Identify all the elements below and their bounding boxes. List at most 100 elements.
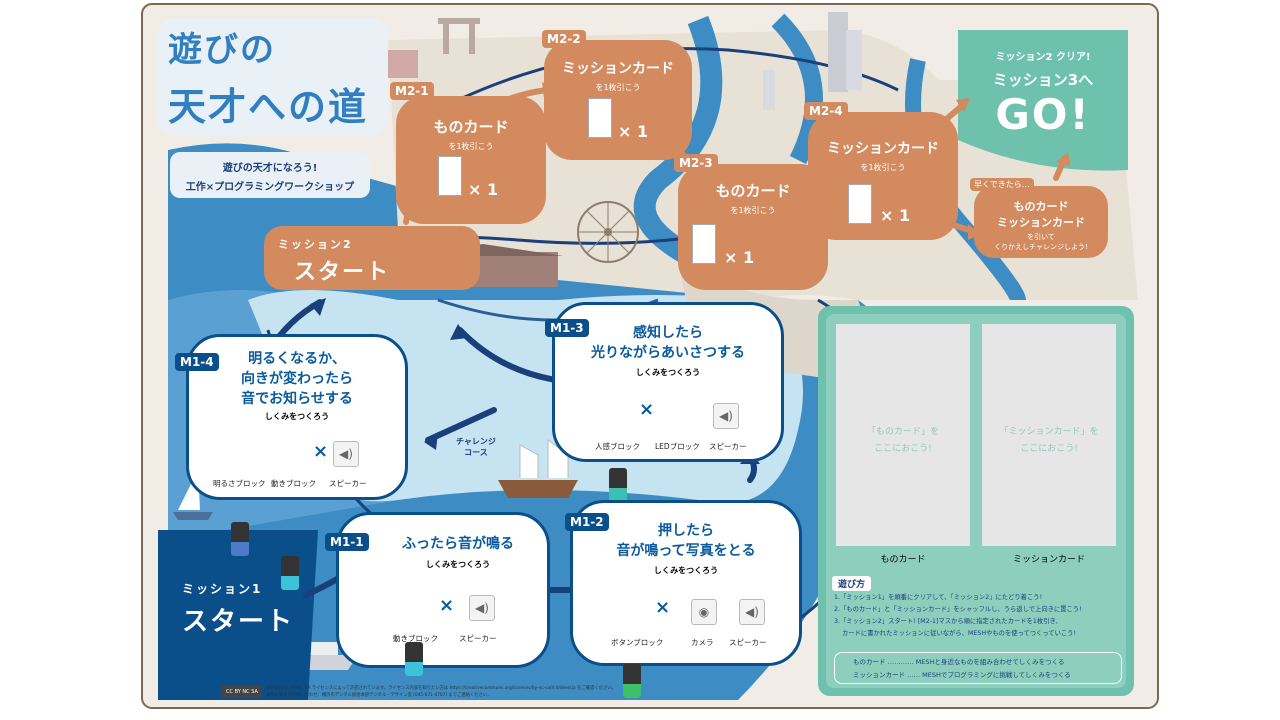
m2-3-title: ものカード [715,182,791,200]
m2-1-tile: M2-1 ものカード を1枚引こう × 1 [390,82,546,224]
m1-4-times: × [313,441,329,462]
howto-rules: 1.「ミッション1」を順番にクリアして、「ミッション2」にたどり着こう! 2.「… [834,592,1130,640]
mission2-big: スタート [294,260,391,285]
m2-2-card [588,98,612,138]
m1-3-title2: 光りながらあいさつする [591,345,745,361]
m1-3-sub: しくみをつくろう [635,368,701,377]
m1-3-item1: 人感ブロック [595,442,640,451]
repeat-pre: 早くできたら… [970,178,1034,191]
m1-2-item2: カメラ [691,638,714,647]
m1-4-item2: 動きブロック [271,479,316,488]
howto-title: 遊び方 [832,576,872,591]
m1-1-tag: M1-1 [325,533,369,551]
mission2-start-tile: ミッション2 スタート [264,226,480,290]
mission1-big: スタート [182,607,295,637]
m2-4-tile: M2-4 ミッションカード を1枚引こう × 1 [804,102,958,240]
m2-2-title: ミッションカード [562,61,674,77]
m1-2-times: × [655,597,671,618]
m1-2-title2: 音が鳴って写真をとる [616,543,756,559]
m1-4-tag: M1-4 [175,353,219,371]
license-line2: 本作に関するお問い合わせ：横浜市デジタル統括本部デジタル・デザイン室 (045-… [266,693,492,698]
m1-2-sub: しくみをつくろう [653,566,719,575]
mission-card-slot[interactable]: 「ミッションカード」を ここにおこう! [982,324,1116,546]
m1-2-title1: 押したら [658,523,714,539]
m1-4-item1: 明るさブロック [213,479,266,488]
slot1-text2: ここにおこう! [874,444,932,454]
cc-badge: CC BY NC SA [222,686,262,698]
subtitle-line2: 工作×プログラミングワークショップ [185,182,355,193]
m2-1-sub: を1枚引こう [448,142,494,151]
m2-3-tile: M2-3 ものカード を1枚引こう × 1 [674,154,828,290]
m2-4-tag: M2-4 [804,102,848,120]
mission1-start: ミッション1 スタート [182,580,294,638]
subtitle-line1: 遊びの天才になろう! [222,163,318,174]
slot2-label: ミッションカード [1012,555,1085,565]
legend-2: ミッションカード …… MESHでプログラミングに挑戦してしくみをつくる [853,671,1071,679]
challenge-line1: チャレンジ [456,437,496,446]
m1-3-tag: M1-3 [545,319,589,337]
m2-3-card [692,224,716,264]
rule-2: 2.「ものカード」と「ミッションカード」をシャッフルし、うら返しで上向きに置こう… [834,606,1082,613]
m1-3-tile: M1-3 感知したら 光りながらあいさつする しくみをつくろう × ◀) 人感ブ… [545,302,784,536]
game-board: 遊びの 天才への道 遊びの天才になろう! 工作×プログラミングワークショップ ミ… [138,0,1162,720]
title-line2: 天才への道 [168,85,369,129]
repeat-title1: ものカード [1013,200,1069,213]
speaker-icon: ◀) [469,595,495,621]
m1-1-times: × [439,595,455,616]
m2-1-card [438,156,462,196]
goal-go: GO! [995,90,1091,139]
repeat-title2: ミッションカード [997,216,1085,229]
goal-line: ミッション3へ [992,71,1094,89]
repeat-sub1: を引いて [1027,233,1055,241]
m2-1-title: ものカード [433,118,509,136]
motion-block-icon [281,556,299,590]
m1-1-item2: スピーカー [459,634,497,643]
m2-4-sub: を1枚引こう [860,163,906,172]
m1-2-tile: M1-2 押したら 音が鳴って写真をとる しくみをつくろう × ◉ ◀) ボタン… [565,500,802,698]
motion-block-icon [405,642,423,676]
goal-block: ミッション2 クリア! ミッション3へ GO! [968,48,1118,139]
legend-box: ものカード ………… MESHと身近なものを組み合わせてしくみをつくる ミッショ… [834,652,1122,684]
m1-2-item3: スピーカー [729,638,767,647]
slot2-text1: 「ミッションカード」を [999,427,1099,437]
m1-1-tile: M1-1 ふったら音が鳴る しくみをつくろう × ◀) 動きブロック スピーカー [325,512,550,676]
m1-2-tag: M1-2 [565,513,609,531]
m2-1-tag: M2-1 [390,82,434,100]
m1-4-title3: 音でお知らせする [241,391,353,407]
m2-2-count: × 1 [618,122,649,141]
m1-1-item1: 動きブロック [393,634,438,643]
slot2-text2: ここにおこう! [1020,444,1078,454]
m2-4-title: ミッションカード [827,141,939,157]
legend-1: ものカード ………… MESHと身近なものを組み合わせてしくみをつくる [853,658,1065,666]
m1-3-item3: スピーカー [709,442,747,451]
m2-2-tag: M2-2 [542,30,586,48]
challenge-line2: コース [464,448,488,457]
m1-1-title: ふったら音が鳴る [402,536,514,552]
mission2-label: ミッション2 [278,238,353,251]
m1-3-item2: LEDブロック [655,442,700,451]
title-card [158,18,388,136]
m1-4-title1: 明るくなるか、 [248,351,346,367]
rule-1: 1.「ミッション1」を順番にクリアして、「ミッション2」にたどり着こう! [834,594,1043,601]
rule-3a: 3.「ミッション2」スタート! [M2-1]マスから順に指定されたカードを1枚引… [834,618,1062,625]
m1-4-sub: しくみをつくろう [264,412,330,421]
license-text: 本作品はCC BY-NC-SA ライセンスによって許諾されています。ライセンス内… [266,685,826,699]
camera-icon: ◉ [691,599,717,625]
slot1-text1: 「ものカード」を [866,427,939,437]
slot1-label: ものカード [880,555,926,565]
license-line1: 本作品はCC BY-NC-SA ライセンスによって許諾されています。ライセンス内… [266,686,616,691]
m1-3-title1: 感知したら [633,325,703,341]
speaker-icon: ◀) [713,403,739,429]
repeat-sub2: くりかえしチャレンジしよう! [994,243,1088,251]
challenge-course-label: チャレンジ コース [456,436,496,458]
subtitle-card: 遊びの天才になろう! 工作×プログラミングワークショップ [170,152,370,198]
m1-2-item1: ボタンブロック [611,638,664,647]
m1-4-tile: M1-4 明るくなるか、 向きが変わったら 音でお知らせする しくみをつくろう … [175,334,408,590]
m1-4-title2: 向きが変わったら [241,371,353,387]
m1-4-item3: スピーカー [329,479,367,488]
mono-card-slot[interactable]: 「ものカード」を ここにおこう! [836,324,970,546]
m2-3-count: × 1 [724,248,755,267]
speaker-icon: ◀) [739,599,765,625]
repeat-tile: 早くできたら… ものカード ミッションカード を引いて くりかえしチャレンジしよ… [970,178,1108,258]
m1-1-sub: しくみをつくろう [425,560,491,569]
